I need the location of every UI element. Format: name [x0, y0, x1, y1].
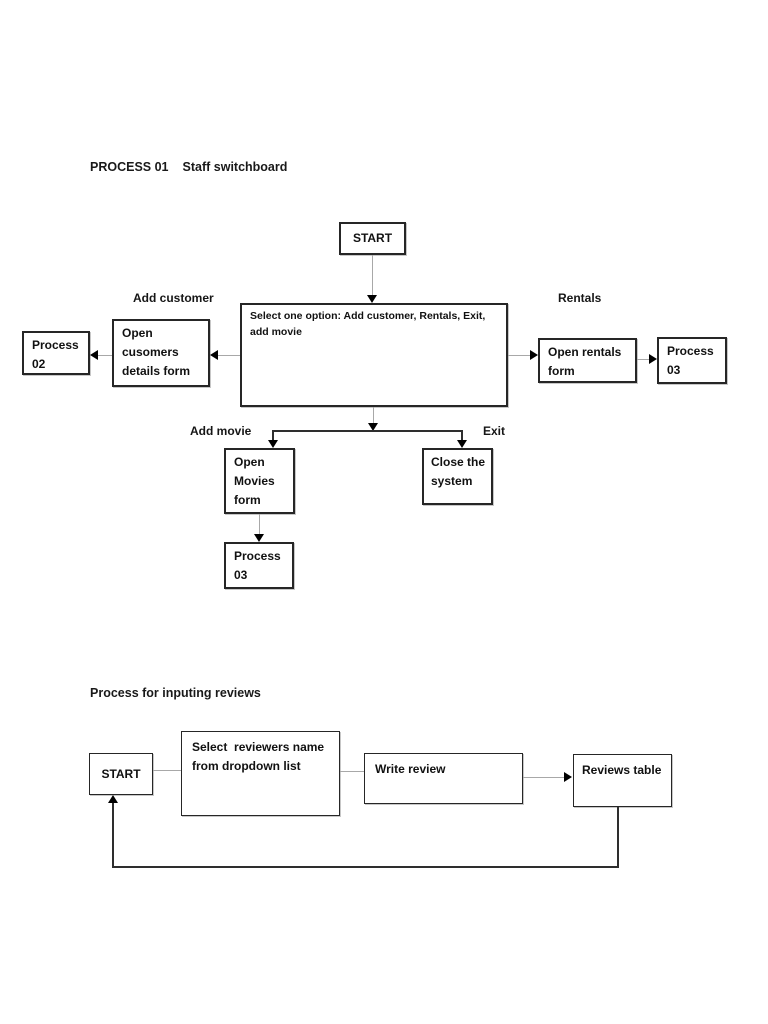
node-process-02-label: Process 02 — [32, 338, 83, 371]
node-decision: Select one option: Add customer, Rentals… — [240, 303, 508, 407]
connector-write-to-reviews — [523, 777, 565, 778]
connector-customers-to-process02 — [98, 355, 112, 356]
connector-branch-to-close — [461, 432, 463, 440]
branch-label-rentals: Rentals — [558, 291, 602, 305]
node-open-rentals-form: Open rentals form — [538, 338, 637, 383]
connector-select-to-write — [340, 771, 372, 772]
node-start-2: START — [89, 753, 153, 795]
arrowhead-decision-to-customers — [210, 350, 218, 360]
node-start-2-label: START — [101, 766, 141, 781]
connector-decision-to-branch — [373, 407, 374, 424]
loop-line-right — [617, 807, 619, 868]
node-start-label: START — [352, 231, 393, 246]
node-decision-label: Select one option: Add customer, Rentals… — [250, 310, 489, 338]
flowchart1-title: PROCESS 01 Staff switchboard — [90, 160, 287, 174]
node-write-review: Write review — [364, 753, 523, 804]
node-close-system: Close the system — [422, 448, 493, 505]
node-open-movies-form: Open Movies form — [224, 448, 295, 514]
connector-movies-to-process03 — [259, 514, 260, 534]
node-reviews-table: Reviews table — [573, 754, 672, 807]
arrowhead-decision-to-branch — [368, 423, 378, 431]
connector-rentals-to-process03 — [637, 359, 649, 360]
node-open-customers-form: Open cusomers details form — [112, 319, 210, 387]
branch-label-add-customer: Add customer — [133, 291, 214, 305]
node-process-03-right: Process 03 — [657, 337, 727, 384]
arrowhead-loop-to-start — [108, 795, 118, 803]
node-select-reviewer-label: Select reviewers name from dropdown list — [192, 740, 328, 773]
loop-line-left — [112, 803, 114, 868]
node-open-rentals-label: Open rentals form — [548, 345, 625, 378]
arrowhead-customers-to-process02 — [90, 350, 98, 360]
arrowhead-branch-to-movies — [268, 440, 278, 448]
arrowhead-rentals-to-process03 — [649, 354, 657, 364]
arrowhead-decision-to-rentals — [530, 350, 538, 360]
node-select-reviewer: Select reviewers name from dropdown list — [181, 731, 340, 816]
arrowhead-branch-to-close — [457, 440, 467, 448]
connector-start-to-decision — [372, 255, 373, 296]
node-close-system-label: Close the system — [431, 455, 489, 488]
node-write-review-label: Write review — [375, 762, 446, 776]
node-open-movies-label: Open Movies form — [234, 455, 279, 507]
arrowhead-movies-to-process03 — [254, 534, 264, 542]
flowchart2-title: Process for inputing reviews — [90, 686, 261, 700]
node-reviews-table-label: Reviews table — [582, 763, 662, 777]
flowchart1-title-name: Staff switchboard — [182, 160, 288, 174]
connector-start2-to-select — [153, 770, 181, 771]
loop-line-bottom — [112, 866, 619, 868]
node-start: START — [339, 222, 406, 255]
connector-decision-to-customers — [218, 355, 240, 356]
node-open-customers-label: Open cusomers details form — [122, 326, 191, 378]
arrowhead-start-to-decision — [367, 295, 377, 303]
node-process-02: Process 02 — [22, 331, 90, 375]
flowchart1-title-code: PROCESS 01 — [90, 160, 169, 174]
connector-branch-to-movies — [272, 432, 274, 440]
node-process-03-bottom: Process 03 — [224, 542, 294, 589]
arrowhead-write-to-reviews — [564, 772, 572, 782]
node-process-03-right-label: Process 03 — [667, 344, 718, 377]
branch-label-add-movie: Add movie — [190, 424, 252, 438]
connector-decision-to-rentals — [508, 355, 532, 356]
branch-label-exit: Exit — [483, 424, 506, 438]
branch-line — [272, 430, 463, 432]
node-process-03-bottom-label: Process 03 — [234, 549, 285, 582]
